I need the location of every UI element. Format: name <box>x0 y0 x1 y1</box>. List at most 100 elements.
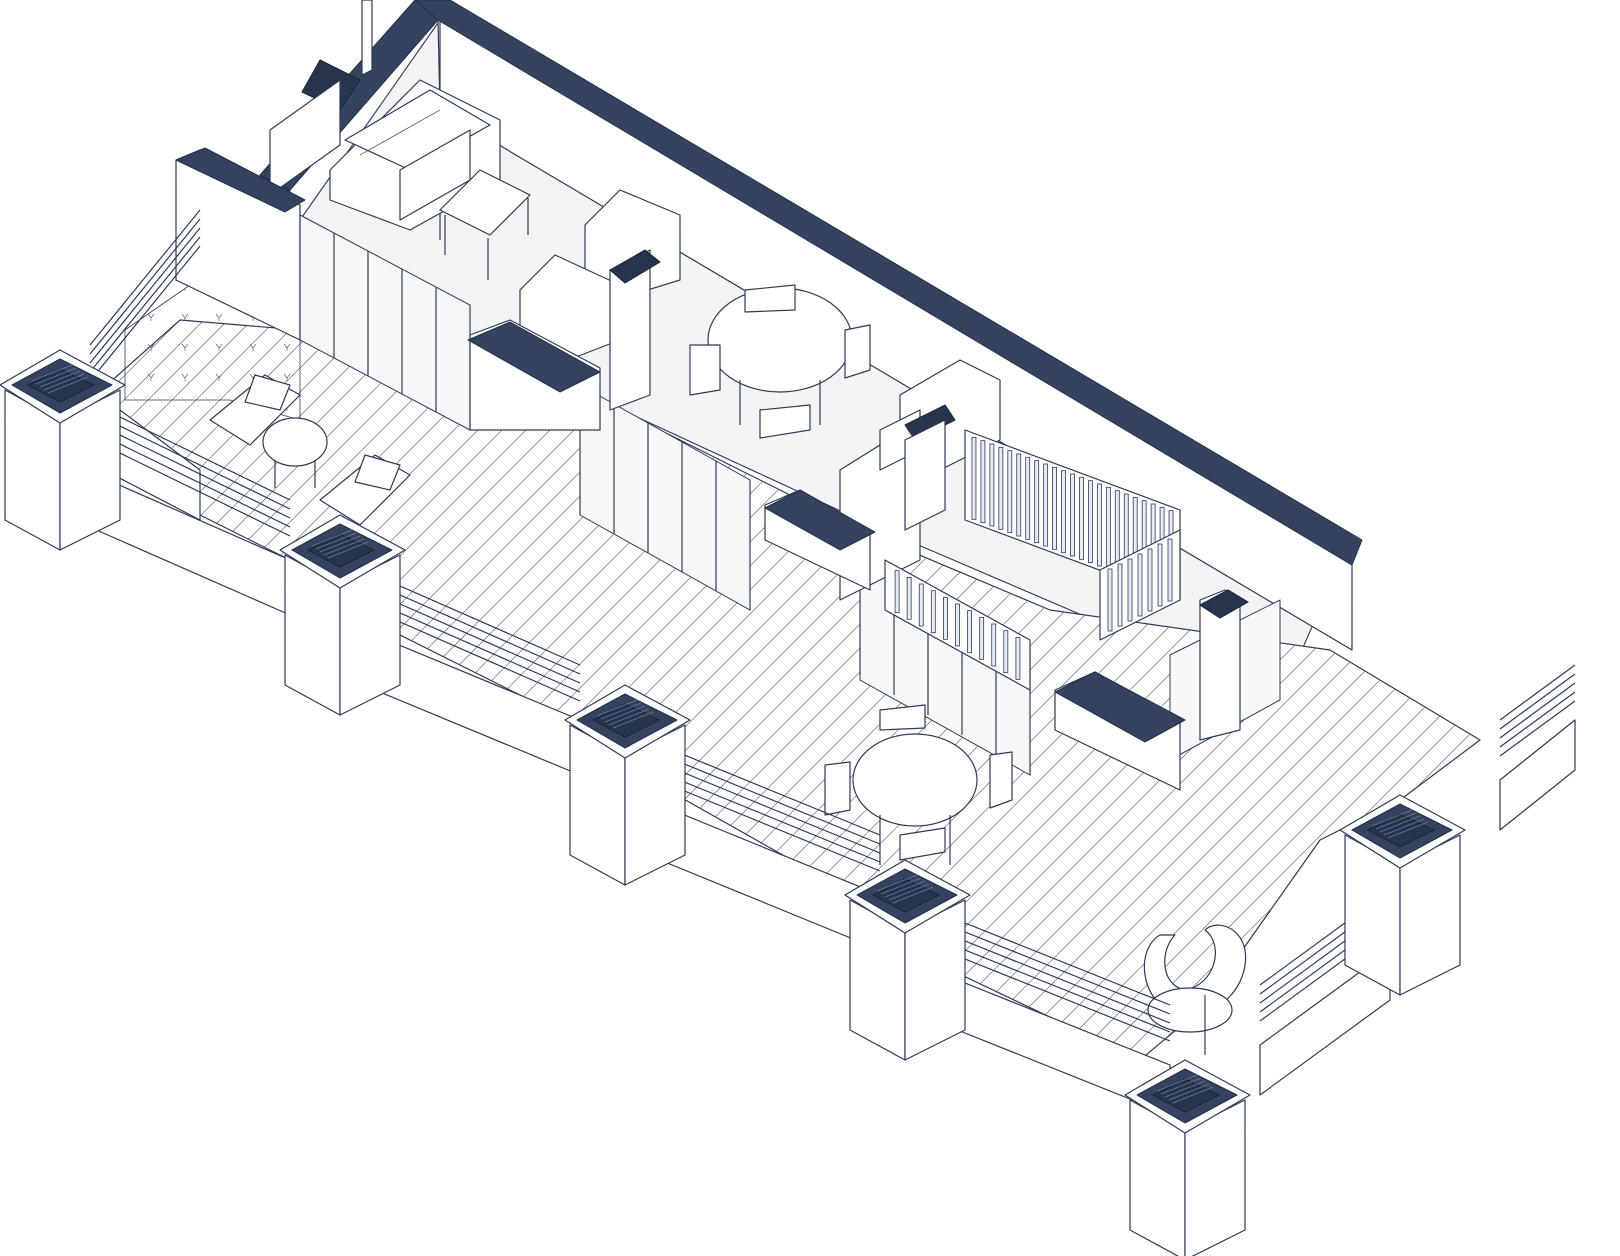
partition-slat <box>906 576 912 620</box>
partition-slat <box>967 610 972 654</box>
planter-line <box>1379 815 1421 833</box>
deck-plank <box>1439 320 1480 1060</box>
partition-slat <box>1137 553 1143 617</box>
partition-slat <box>1079 476 1084 560</box>
partition-slat <box>1034 460 1040 544</box>
deck-plank <box>0 200 36 1100</box>
slatted-partition <box>884 429 1181 691</box>
partition-slat <box>1007 450 1013 534</box>
planter-line <box>311 529 353 547</box>
partition-slat <box>894 570 900 614</box>
railing-bar <box>944 914 1171 1006</box>
railing-bar <box>659 771 881 863</box>
planter-line <box>1387 821 1429 839</box>
planter-line <box>1156 1074 1198 1092</box>
planter-line <box>39 370 81 388</box>
railing-bar <box>1499 682 1576 739</box>
wall-piers <box>467 319 1249 791</box>
planter-boxes <box>0 349 1466 1134</box>
partition-slat <box>1016 453 1022 537</box>
planter-line <box>596 699 638 717</box>
partition-slat <box>1043 463 1049 547</box>
planter-line <box>600 702 642 720</box>
interior-pillar <box>609 249 661 411</box>
lounge-chairs <box>209 374 411 526</box>
deck-plank <box>1463 320 1480 1060</box>
railing-bar <box>374 574 581 666</box>
hanging-egg-chair <box>1143 924 1247 1055</box>
railing-bar <box>89 227 201 364</box>
deck-plank <box>90 320 109 1060</box>
planter-line <box>1375 812 1417 830</box>
partition-slat <box>1105 486 1111 570</box>
partition-slat <box>1157 543 1163 607</box>
partition-slat <box>1147 548 1153 612</box>
partition-slat <box>1096 483 1102 567</box>
partition-slat <box>991 623 997 667</box>
planter-line <box>1172 1086 1214 1104</box>
planter-line <box>608 708 650 726</box>
deck-plank <box>1560 200 1620 1100</box>
dining-table-interior <box>689 284 871 439</box>
dining-table-terrace <box>824 704 1013 865</box>
deck-plank <box>0 200 12 1100</box>
planter-line <box>35 367 77 385</box>
deck-plank <box>1488 200 1620 1100</box>
partition-slat <box>971 436 977 520</box>
deck-plank <box>1536 200 1620 1100</box>
deck-plank <box>1584 200 1620 1100</box>
railing-bar <box>944 932 1171 1024</box>
bistro-table <box>262 417 328 488</box>
planter-line <box>604 705 646 723</box>
railing-bar <box>374 583 581 675</box>
planter-line <box>323 538 365 556</box>
planter-line <box>1160 1077 1202 1095</box>
partition-slat <box>930 590 936 634</box>
railing-bar <box>1499 664 1576 721</box>
partition-slat <box>1107 568 1113 632</box>
railing-bar <box>659 780 881 872</box>
partition-slat <box>989 443 995 527</box>
parapet-piers <box>4 389 1461 1256</box>
partition-slat <box>918 583 924 627</box>
railing-bar <box>1499 691 1576 748</box>
deck-plank <box>1055 320 1480 1060</box>
deck-plank <box>839 320 1480 1060</box>
railing-bar <box>89 245 201 382</box>
planter-line <box>315 532 357 550</box>
planter-line <box>1383 818 1425 836</box>
side-table <box>439 169 531 280</box>
railing-bar <box>944 950 1171 1042</box>
railing-bar <box>1499 673 1576 730</box>
partition-slat <box>1015 636 1021 680</box>
partition-slat <box>979 616 985 660</box>
planter-line <box>612 711 654 729</box>
planter-line <box>47 376 89 394</box>
planter-line <box>327 541 369 559</box>
deck-plank <box>1608 200 1620 1100</box>
planter-line <box>876 874 918 892</box>
planter-line <box>892 886 934 904</box>
deck-plank <box>0 200 84 1100</box>
planter-line <box>319 535 361 553</box>
deck-plank <box>1031 320 1480 1060</box>
railing-bar <box>944 941 1171 1033</box>
planter-line <box>880 877 922 895</box>
partition-slat <box>1061 470 1066 554</box>
partition-slat <box>1003 630 1009 674</box>
armchairs <box>519 189 681 366</box>
planter-line <box>884 880 926 898</box>
planter-line <box>1371 809 1413 827</box>
left-end-wall <box>175 147 306 341</box>
railing-bar <box>659 762 881 854</box>
railing-bar <box>659 753 881 845</box>
deck-plank <box>0 200 60 1100</box>
planter-line <box>1168 1083 1210 1101</box>
railing-bar <box>944 923 1171 1015</box>
partition-slat <box>955 603 960 647</box>
partition-slat <box>1088 480 1093 564</box>
planter-line <box>1164 1080 1206 1098</box>
partition-slat <box>1052 466 1057 550</box>
partition-slat <box>1025 456 1031 540</box>
